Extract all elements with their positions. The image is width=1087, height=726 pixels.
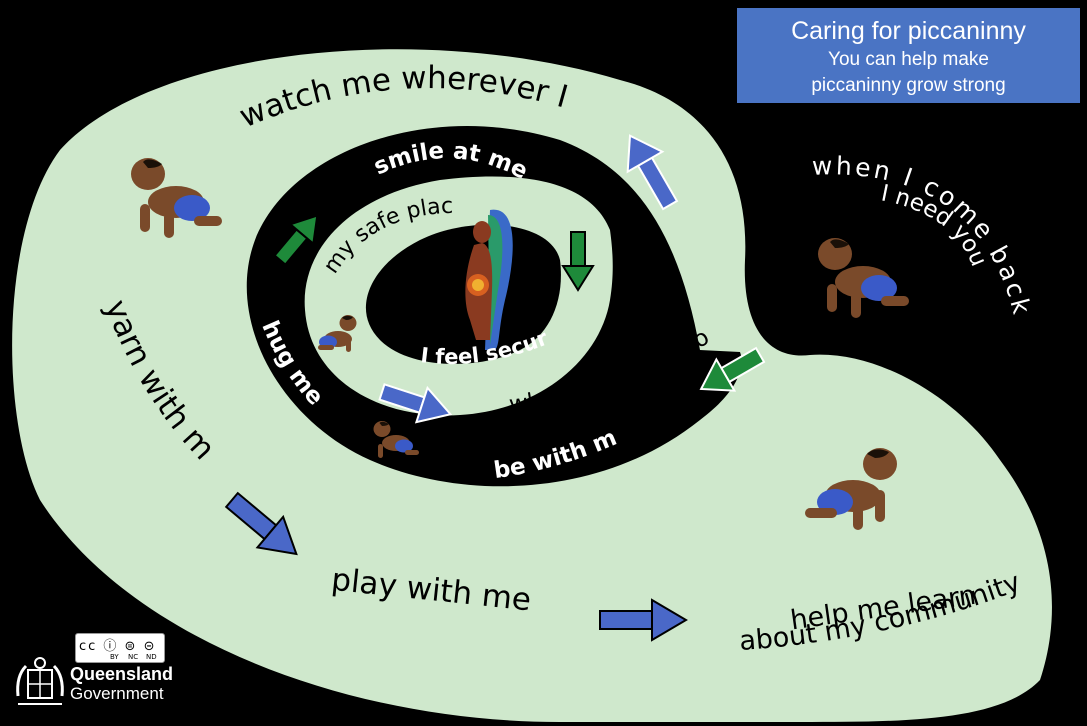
cc-nd-label: ND bbox=[146, 653, 157, 661]
arrow-icon bbox=[378, 383, 453, 424]
coat-of-arms-icon bbox=[16, 657, 64, 705]
crawling-baby-icon bbox=[805, 448, 897, 530]
title-panel: Caring for piccaninny You can help make … bbox=[737, 8, 1080, 103]
mother-and-baby-figure bbox=[465, 209, 513, 350]
crawling-baby-icon bbox=[131, 158, 222, 238]
org-name-line-2: Government bbox=[70, 684, 164, 703]
arrow-icon bbox=[561, 231, 595, 292]
government-logo-text: Queensland Government bbox=[70, 664, 174, 704]
page-title: Caring for piccaninny bbox=[791, 17, 1026, 45]
arrow-icon bbox=[599, 598, 688, 642]
spiral-center-curl bbox=[365, 224, 561, 364]
creative-commons-badge: cc ⓘ ⊜ ⊝ BY NC ND bbox=[75, 633, 165, 663]
page-subtitle-line-2: piccaninny grow strong bbox=[811, 75, 1006, 96]
cc-icons: cc ⓘ ⊜ ⊝ bbox=[79, 639, 157, 654]
crawling-baby-icon bbox=[818, 238, 909, 318]
arrow-icon bbox=[273, 214, 319, 266]
crawling-baby-icon bbox=[318, 315, 357, 352]
cc-by-label: BY bbox=[110, 653, 119, 661]
crawling-baby-icon bbox=[373, 421, 419, 458]
page-subtitle-line-1: You can help make bbox=[828, 49, 989, 70]
cc-nc-label: NC bbox=[128, 653, 139, 661]
org-name-line-1: Queensland bbox=[70, 664, 174, 684]
arrow-icon bbox=[699, 346, 766, 392]
arrow-icon bbox=[626, 134, 679, 211]
arrow-icon bbox=[224, 491, 298, 556]
